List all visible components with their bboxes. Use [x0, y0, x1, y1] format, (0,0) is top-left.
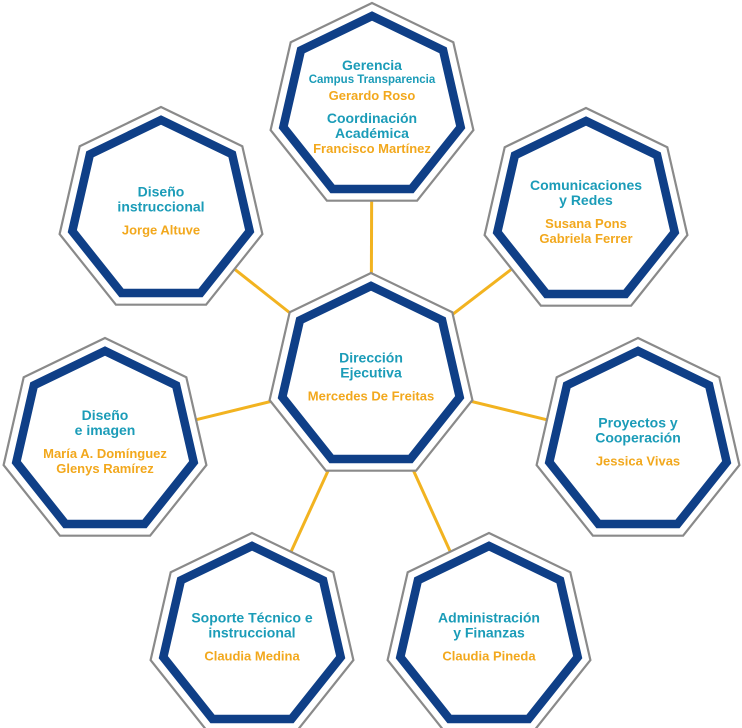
heptagon-inner-border [544, 346, 732, 529]
node-soporte [149, 531, 355, 728]
person-name: Francisco Martínez [313, 141, 431, 156]
person-name: Susana Pons [545, 216, 627, 231]
node-comunicaciones [483, 106, 689, 307]
person-name: Glenys Ramírez [56, 461, 154, 476]
unit-title-line: e imagen [74, 422, 136, 438]
unit-title-line: Diseño [137, 183, 185, 200]
heptagon-inner-border [11, 346, 199, 529]
unit-title-line: Dirección [339, 349, 403, 366]
person-name: Mercedes De Freitas [307, 388, 435, 404]
unit-title-line: Académica [335, 125, 409, 141]
unit-title-line: y Redes [559, 192, 613, 208]
heptagon-inner-border [158, 541, 346, 724]
node-gerencia [269, 1, 475, 202]
node-diseno-imagen [2, 336, 208, 537]
node-proyectos [535, 336, 741, 537]
unit-title-line: Coordinación [326, 110, 418, 126]
person-name: Claudia Medina [204, 648, 300, 664]
unit-title-line: Gerencia [342, 57, 402, 73]
unit-title-line: Proyectos y [598, 414, 678, 431]
person-name: Gabriela Ferrer [539, 231, 633, 246]
person-name: Gerardo Roso [328, 88, 416, 103]
node-diseno-instruccional [58, 105, 264, 306]
person-name: Jessica Vivas [595, 453, 681, 469]
unit-title-line: Comunicaciones [529, 177, 643, 193]
person-name: María A. Domínguez [43, 446, 167, 461]
heptagon-inner-border [395, 541, 583, 724]
unit-title-line: Cooperación [595, 429, 681, 446]
unit-subtitle: Campus Transparencia [308, 74, 436, 86]
unit-title-line: Diseño [81, 407, 129, 423]
unit-title-line: Ejecutiva [340, 364, 402, 381]
person-name: Jorge Altuve [121, 222, 201, 238]
node-center [268, 271, 474, 472]
heptagon-inner-border [278, 11, 466, 194]
heptagon-inner-border [277, 281, 465, 464]
unit-title-line: Administración [438, 609, 540, 626]
person-name: Claudia Pineda [442, 648, 536, 664]
unit-title-line: Soporte Técnico e [191, 609, 313, 626]
unit-title-line: instruccional [117, 198, 205, 215]
unit-title-line: y Finanzas [453, 624, 525, 641]
unit-title-line: instruccional [208, 624, 296, 641]
node-administracion [386, 531, 592, 728]
heptagon-inner-border [67, 115, 255, 298]
heptagon-inner-border [492, 116, 680, 299]
